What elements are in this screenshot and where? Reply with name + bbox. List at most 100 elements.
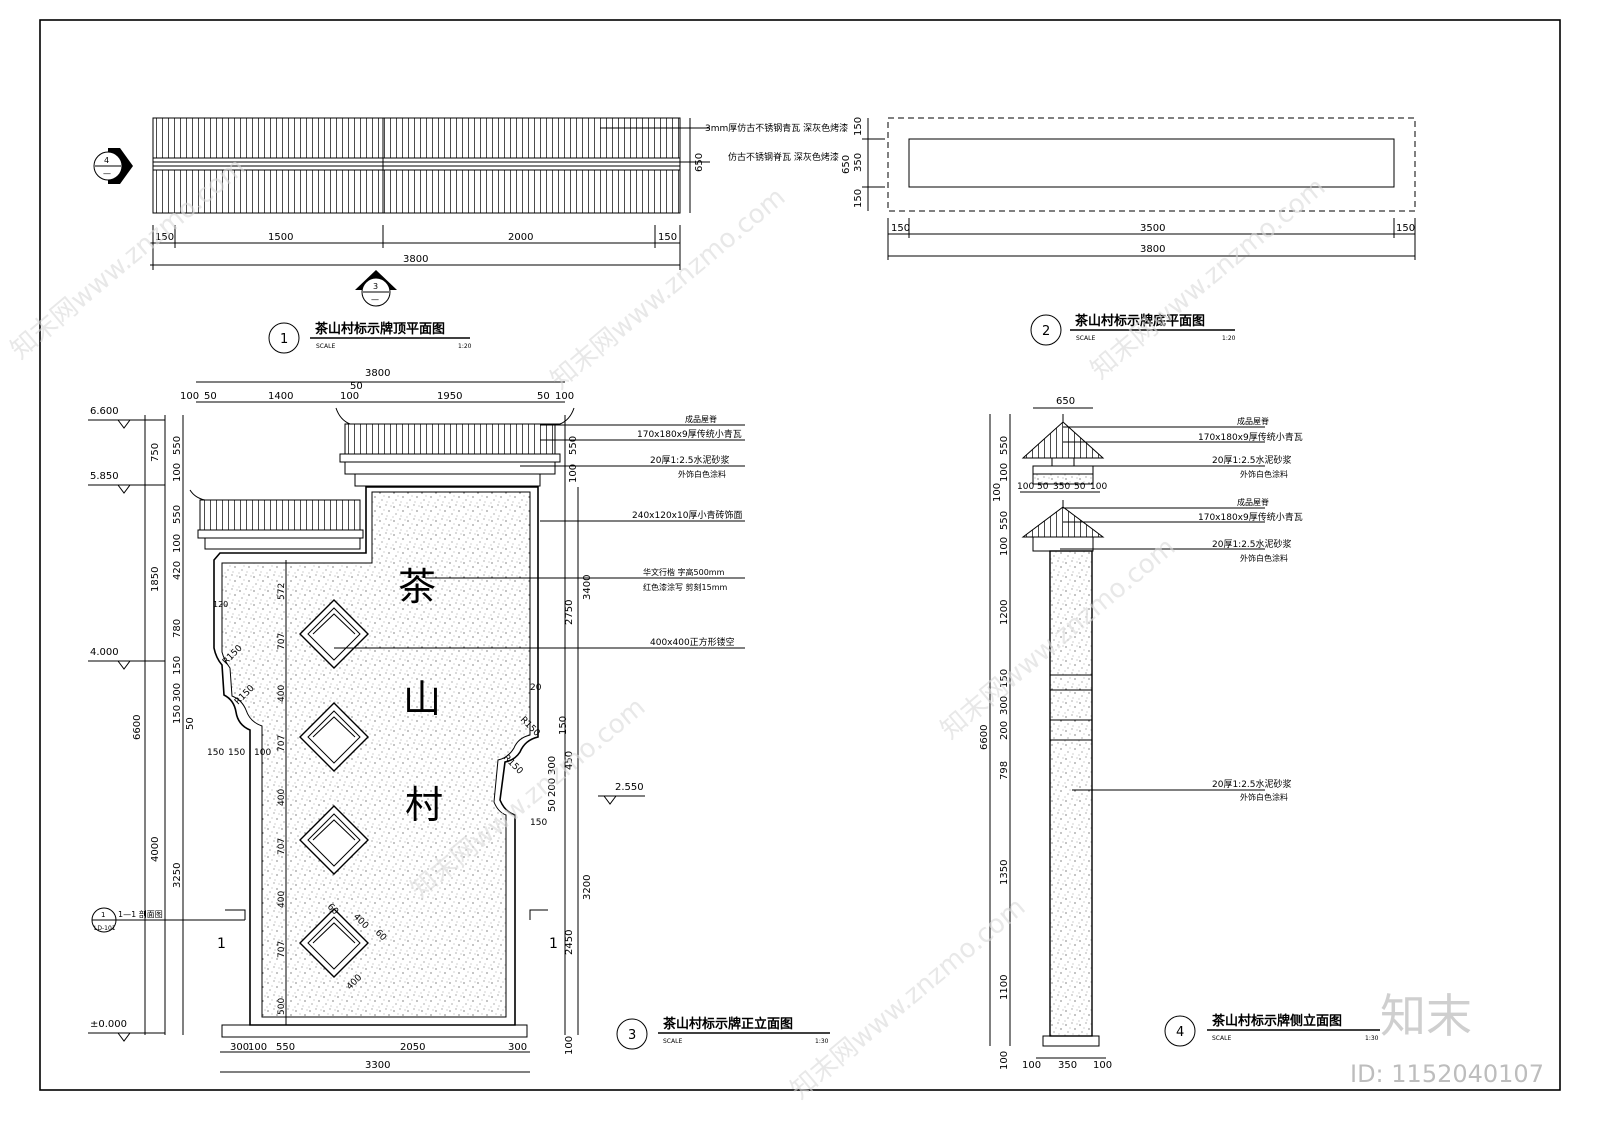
svg-text:1: 1 [549, 936, 558, 952]
stone-veneer-fill [221, 491, 531, 1018]
svg-text:3800: 3800 [1140, 244, 1165, 255]
roof-tiles-lower [153, 170, 680, 213]
svg-text:50: 50 [350, 381, 363, 392]
svg-text:50: 50 [537, 391, 550, 402]
svg-text:300: 300 [230, 1042, 249, 1053]
svg-text:SCALE: SCALE [1076, 335, 1095, 342]
svg-text:LD-101: LD-101 [94, 925, 116, 932]
dim-3800-top-plan: 3800 [403, 254, 428, 265]
svg-text:500: 500 [277, 998, 287, 1015]
svg-text:外饰白色涂料: 外饰白色涂料 [1240, 792, 1288, 802]
diamond-opening-2 [299, 702, 369, 772]
svg-text:1950: 1950 [437, 391, 462, 402]
svg-text:300: 300 [547, 756, 558, 775]
svg-text:20厚1:2.5水泥砂浆: 20厚1:2.5水泥砂浆 [1212, 538, 1292, 550]
callout-ridge-tile: 仿古不锈钢脊瓦 深灰色烤漆 [728, 151, 839, 163]
svg-text:6600: 6600 [979, 725, 990, 750]
svg-text:150: 150 [530, 818, 547, 828]
svg-text:100: 100 [568, 464, 579, 483]
svg-text:100: 100 [999, 1051, 1010, 1070]
svg-text:1: 1 [217, 936, 226, 952]
diamond-opening-4 [299, 908, 369, 978]
svg-text:150: 150 [172, 705, 183, 724]
svg-text:150: 150 [228, 748, 245, 758]
svg-text:100: 100 [180, 391, 199, 402]
svg-text:100: 100 [1090, 482, 1107, 492]
svg-text:150: 150 [558, 716, 569, 735]
svg-text:150: 150 [207, 748, 224, 758]
svg-text:100: 100 [1017, 482, 1034, 492]
drawing-2-number: 2 [1042, 324, 1050, 339]
svg-text:100: 100 [999, 463, 1010, 482]
side-callouts: 成品屋脊 170x180x9厚传统小青瓦 20厚1:2.5水泥砂浆 外饰白色涂料… [1060, 416, 1303, 802]
svg-text:300: 300 [172, 683, 183, 702]
side-elevation-drawing: 650 100 50 350 50 100 550 100 100 550 10… [979, 396, 1380, 1071]
sign-base [221, 1024, 528, 1038]
watermark-text-1: 知末网www.znzmo.com [5, 152, 251, 365]
svg-text:400: 400 [277, 685, 287, 702]
svg-text:1:30: 1:30 [1365, 1035, 1379, 1042]
svg-text:2050: 2050 [400, 1042, 425, 1053]
svg-text:2750: 2750 [564, 600, 575, 625]
svg-text:SCALE: SCALE [1212, 1035, 1231, 1042]
svg-text:100: 100 [999, 537, 1010, 556]
svg-text:1: 1 [101, 911, 105, 919]
svg-text:100: 100 [172, 534, 183, 553]
svg-text:120: 120 [213, 600, 228, 609]
level-6600: 6.600 [90, 406, 119, 417]
svg-text:—: — [103, 169, 111, 178]
svg-text:650: 650 [841, 155, 852, 174]
svg-text:100: 100 [172, 463, 183, 482]
svg-text:240x120x10厚小青砖饰面: 240x120x10厚小青砖饰面 [632, 509, 742, 521]
svg-text:3250: 3250 [172, 863, 183, 888]
upper-roof-tiles [344, 423, 556, 455]
roof-tiles-upper [153, 118, 680, 158]
svg-text:3800: 3800 [365, 368, 390, 379]
svg-text:3500: 3500 [1140, 223, 1165, 234]
svg-text:—: — [371, 295, 379, 304]
svg-text:1:20: 1:20 [458, 343, 472, 350]
svg-text:572: 572 [277, 583, 287, 600]
sign-char-mountain: 山 [403, 677, 441, 721]
svg-text:170x180x9厚传统小青瓦: 170x180x9厚传统小青瓦 [1198, 431, 1303, 443]
svg-text:外饰白色涂料: 外饰白色涂料 [678, 469, 726, 479]
svg-text:成品屋脊: 成品屋脊 [1237, 497, 1269, 507]
svg-text:420: 420 [172, 561, 183, 580]
sheet-border [39, 19, 1561, 1091]
svg-text:350: 350 [853, 153, 864, 172]
svg-text:707: 707 [277, 838, 287, 855]
level-5850: 5.850 [90, 471, 119, 482]
front-elevation-drawing: 茶 山 村 6.600 5.850 4.000 ±0.000 2.550 380… [88, 368, 830, 1073]
svg-text:50: 50 [1074, 482, 1086, 492]
drawing-1-title: 茶山村标示牌顶平面图 [315, 321, 445, 337]
svg-text:3300: 3300 [365, 1060, 390, 1071]
level-4000: 4.000 [90, 647, 119, 658]
svg-text:100: 100 [340, 391, 359, 402]
dim-2000: 2000 [508, 232, 533, 243]
svg-text:707: 707 [277, 735, 287, 752]
svg-text:150: 150 [172, 656, 183, 675]
svg-text:150: 150 [853, 117, 864, 136]
svg-text:780: 780 [172, 619, 183, 638]
svg-text:707: 707 [277, 633, 287, 650]
svg-text:50: 50 [185, 717, 196, 730]
svg-text:成品屋脊: 成品屋脊 [685, 414, 717, 424]
level-marks: 6.600 5.850 4.000 ±0.000 2.550 [88, 406, 645, 1042]
svg-text:550: 550 [999, 436, 1010, 455]
svg-text:798: 798 [999, 761, 1010, 780]
svg-text:1200: 1200 [999, 600, 1010, 625]
svg-text:1350: 1350 [999, 860, 1010, 885]
svg-text:550: 550 [172, 436, 183, 455]
column-outline [908, 138, 1395, 188]
watermark-text-3: 知末网www.znzmo.com [1085, 172, 1331, 385]
dim-1500: 1500 [268, 232, 293, 243]
svg-text:50: 50 [547, 799, 558, 812]
watermark-text-2: 知末网www.znzmo.com [545, 182, 791, 395]
svg-text:170x180x9厚传统小青瓦: 170x180x9厚传统小青瓦 [1198, 511, 1303, 523]
svg-text:1100: 1100 [999, 975, 1010, 1000]
dim-top-plan-650: 650 [694, 153, 705, 172]
drawing-4-number: 4 [1176, 1025, 1184, 1040]
svg-text:6600: 6600 [132, 715, 143, 740]
svg-text:150: 150 [1396, 223, 1415, 234]
